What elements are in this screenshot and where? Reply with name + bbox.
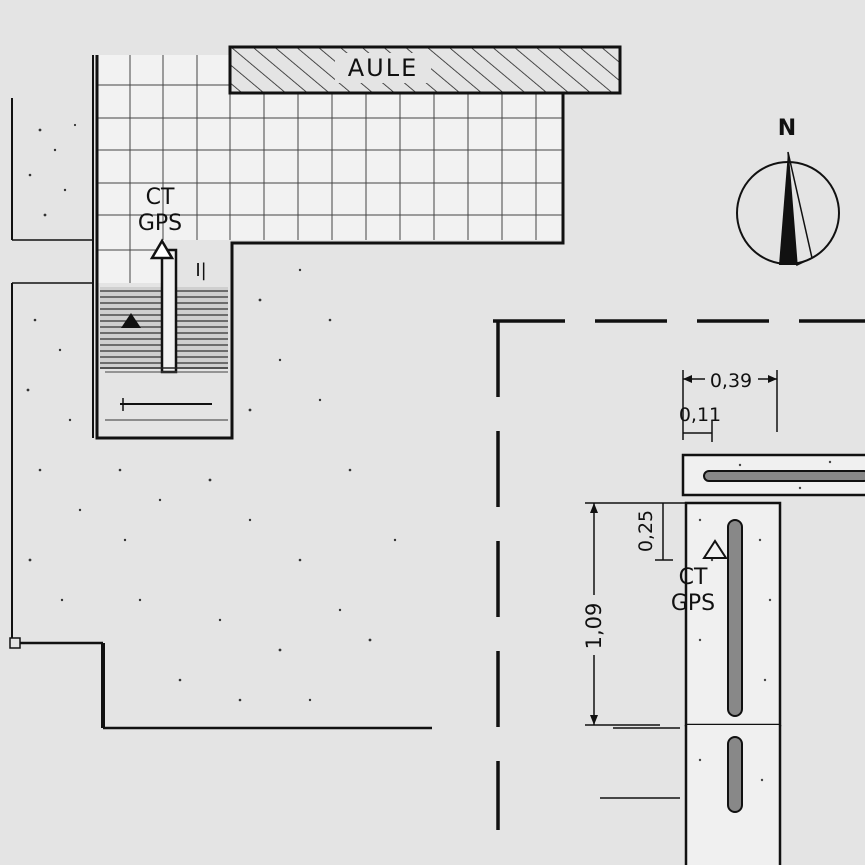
gps-station-right: CT GPS <box>671 539 728 616</box>
station-triangle-icon <box>702 539 728 559</box>
north-label: N <box>778 116 796 141</box>
courtyard-building: AULE <box>92 45 622 440</box>
dimension-width-outer <box>682 370 778 440</box>
benchmark-detail: CT GPS 0,39 0,11 0,25 <box>582 370 865 865</box>
dimension-width-inner <box>683 420 713 442</box>
station-left-ct: CT <box>146 185 175 210</box>
station-left-gps: GPS <box>138 211 182 236</box>
courtyard-outline <box>95 55 565 440</box>
stair-mark-label: I| <box>195 260 206 281</box>
dimension-width-inner-label: 0,11 <box>679 404 721 426</box>
gravel-texture <box>26 123 397 702</box>
gps-station-left: CT GPS <box>138 185 182 260</box>
left-edge-walls <box>9 98 432 730</box>
dimension-length <box>585 502 660 726</box>
north-arrow: N <box>736 116 840 267</box>
staircase: I| <box>100 248 228 421</box>
dimension-width-outer-label: 0,39 <box>710 370 752 392</box>
dimension-length-label: 1,09 <box>582 603 606 650</box>
station-triangle-icon <box>149 238 175 260</box>
station-right-ct: CT <box>679 565 708 590</box>
paving-grid <box>97 55 563 283</box>
tiled-paving <box>97 55 563 283</box>
dimension-offset <box>655 502 686 561</box>
dimension-offset-label: 0,25 <box>635 510 657 552</box>
dashed-boundary <box>493 319 865 830</box>
station-right-gps: GPS <box>671 591 715 616</box>
stair-up-arrow <box>121 313 141 328</box>
aule-label: AULE <box>348 54 419 82</box>
